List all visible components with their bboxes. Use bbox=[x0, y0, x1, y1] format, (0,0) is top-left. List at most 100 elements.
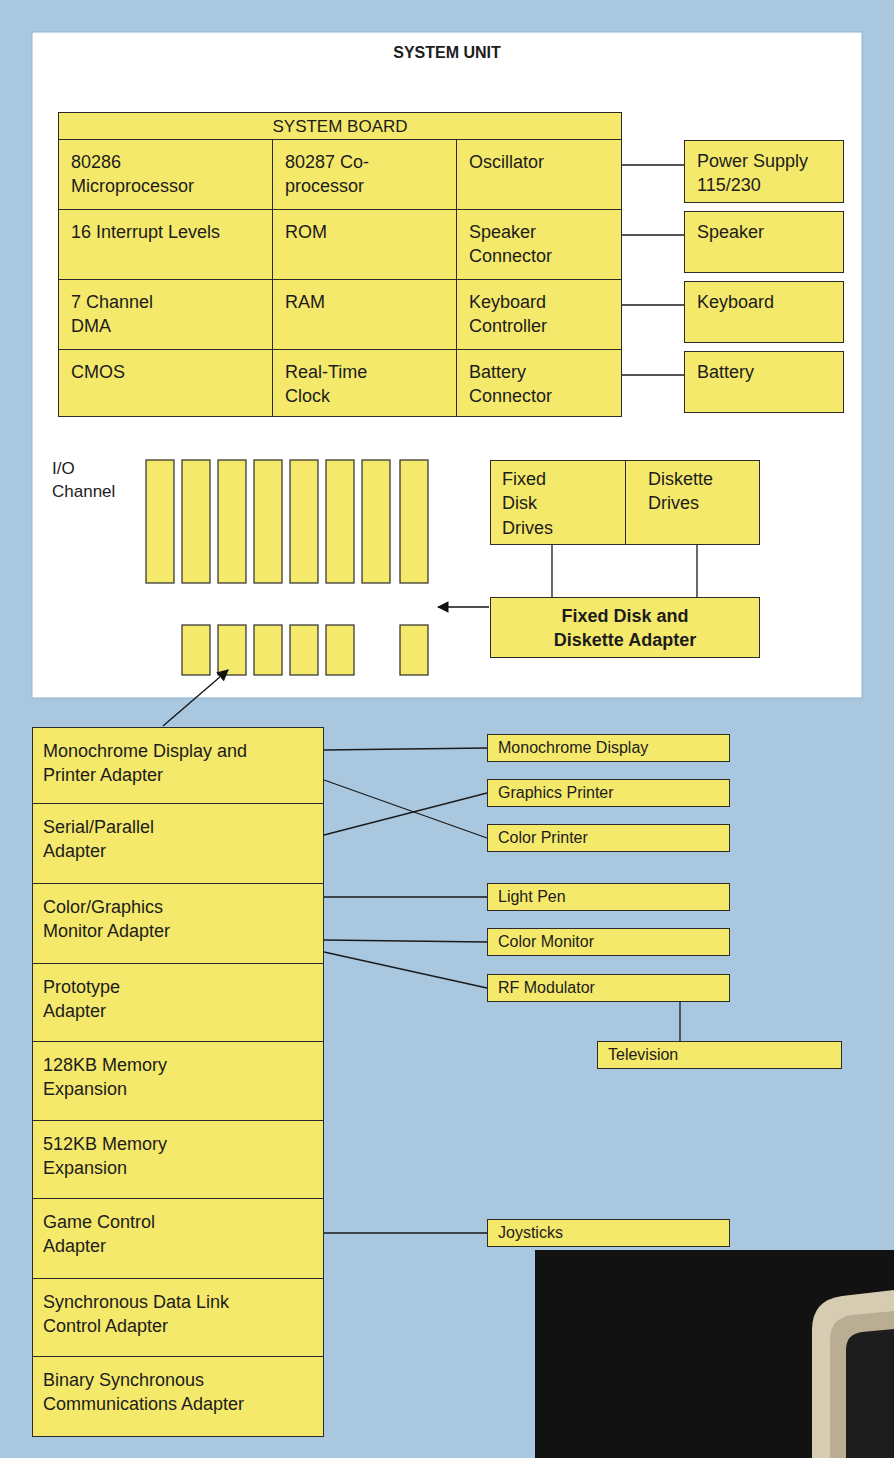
box-label: Color Monitor bbox=[498, 931, 594, 953]
box-label: 7 Channel DMA bbox=[71, 290, 181, 339]
board-component-cell: ROM bbox=[272, 209, 457, 280]
slot-pointer-arrow bbox=[438, 606, 489, 607]
box-label: Keyboard bbox=[697, 290, 774, 314]
connector-line bbox=[551, 545, 552, 597]
box-label: Color/Graphics Monitor Adapter bbox=[43, 895, 193, 944]
box-label: 80286 Microprocessor bbox=[71, 150, 221, 199]
adapter-card-box: 128KB Memory Expansion bbox=[32, 1041, 324, 1121]
box-label: Joysticks bbox=[498, 1222, 563, 1244]
adapter-card-box: Binary Synchronous Communications Adapte… bbox=[32, 1356, 324, 1437]
adapter-card-box: Synchronous Data Link Control Adapter bbox=[32, 1278, 324, 1357]
box-label: 512KB Memory Expansion bbox=[43, 1132, 193, 1181]
device-box: Graphics Printer bbox=[487, 779, 730, 807]
system-unit-ground bbox=[32, 32, 862, 698]
drive-box: Fixed Disk Drives bbox=[490, 460, 626, 545]
box-label: Power Supply 115/230 bbox=[697, 149, 827, 198]
box-label: 128KB Memory Expansion bbox=[43, 1053, 193, 1102]
adapter-card-box: Serial/Parallel Adapter bbox=[32, 803, 324, 884]
box-label: Diskette Drives bbox=[648, 467, 738, 516]
board-component-cell: CMOS bbox=[58, 349, 273, 417]
peripheral-box: Power Supply 115/230 bbox=[684, 140, 844, 203]
board-component-cell: 80286 Microprocessor bbox=[58, 139, 273, 210]
device-box: Light Pen bbox=[487, 883, 730, 911]
adapter-card-box: 512KB Memory Expansion bbox=[32, 1120, 324, 1199]
box-label: Oscillator bbox=[469, 150, 544, 174]
board-component-cell: 80287 Co-processor bbox=[272, 139, 457, 210]
section-heading: SYSTEM BOARD bbox=[272, 116, 407, 139]
short-slot bbox=[290, 625, 318, 675]
box-label: Serial/Parallel Adapter bbox=[43, 815, 193, 864]
board-component-cell: Real-Time Clock bbox=[272, 349, 457, 417]
connector-line bbox=[324, 793, 487, 835]
connector-line bbox=[622, 164, 684, 165]
expansion-slot bbox=[362, 460, 390, 583]
box-label: Prototype Adapter bbox=[43, 975, 163, 1024]
board-component-cell: 16 Interrupt Levels bbox=[58, 209, 273, 280]
connector-line bbox=[324, 896, 487, 897]
connector-line bbox=[622, 374, 684, 375]
box-label: Graphics Printer bbox=[498, 782, 614, 804]
slot-pointer-arrow bbox=[163, 670, 228, 726]
peripheral-box: Battery bbox=[684, 351, 844, 413]
expansion-slot bbox=[218, 460, 246, 583]
monitor-screen bbox=[846, 1329, 894, 1458]
box-label: Monochrome Display and Printer Adapter bbox=[43, 739, 283, 788]
connector-line bbox=[324, 780, 487, 838]
monitor-photo bbox=[535, 1250, 894, 1458]
device-box: Color Monitor bbox=[487, 928, 730, 956]
adapter-box: Fixed Disk and Diskette Adapter bbox=[490, 597, 760, 658]
expansion-slot bbox=[146, 460, 174, 583]
box-label: Battery Connector bbox=[469, 360, 599, 409]
box-label: Speaker bbox=[697, 220, 764, 244]
box-label: Keyboard Controller bbox=[469, 290, 599, 339]
section-heading: SYSTEM UNIT bbox=[393, 42, 501, 64]
expansion-slot bbox=[182, 460, 210, 583]
photo-ground bbox=[535, 1250, 894, 1458]
short-slot bbox=[254, 625, 282, 675]
short-slot bbox=[182, 625, 210, 675]
device-box: Joysticks bbox=[487, 1219, 730, 1247]
connector-line bbox=[324, 952, 487, 988]
box-label: ROM bbox=[285, 220, 327, 244]
box-label: CMOS bbox=[71, 360, 125, 384]
box-label: Game Control Adapter bbox=[43, 1210, 173, 1259]
adapter-card-box: Monochrome Display and Printer Adapter bbox=[32, 727, 324, 804]
short-slot bbox=[400, 625, 428, 675]
device-box: Monochrome Display bbox=[487, 734, 730, 762]
box-label: Fixed Disk Drives bbox=[502, 467, 572, 540]
board-component-cell: Battery Connector bbox=[456, 349, 622, 417]
box-label: 80287 Co-processor bbox=[285, 150, 405, 199]
board-component-cell: Keyboard Controller bbox=[456, 279, 622, 350]
connector-line bbox=[324, 1232, 487, 1233]
board-component-cell: Speaker Connector bbox=[456, 209, 622, 280]
device-box: Color Printer bbox=[487, 824, 730, 852]
box-label: Synchronous Data Link Control Adapter bbox=[43, 1290, 283, 1339]
device-box: RF Modulator bbox=[487, 974, 730, 1002]
expansion-slot bbox=[400, 460, 428, 583]
connector-line bbox=[622, 304, 684, 305]
box-label: Light Pen bbox=[498, 886, 566, 908]
system-board: SYSTEM BOARD 80286 Microprocessor 80287 Co… bbox=[58, 112, 622, 417]
connector-line bbox=[622, 234, 684, 235]
box-label: RF Modulator bbox=[498, 977, 595, 999]
adapter-card-box: Game Control Adapter bbox=[32, 1198, 324, 1279]
channel-label: I/O Channel bbox=[52, 458, 124, 504]
adapter-card-box: Prototype Adapter bbox=[32, 963, 324, 1042]
box-label: Color Printer bbox=[498, 827, 588, 849]
monitor-bezel-inner bbox=[830, 1311, 894, 1458]
short-slot bbox=[326, 625, 354, 675]
board-component-cell: 7 Channel DMA bbox=[58, 279, 273, 350]
box-label: Television bbox=[608, 1044, 678, 1066]
expansion-slot bbox=[326, 460, 354, 583]
box-label: Real-Time Clock bbox=[285, 360, 395, 409]
peripheral-box: Keyboard bbox=[684, 281, 844, 343]
io-channel-slots bbox=[146, 460, 428, 675]
expansion-slot bbox=[290, 460, 318, 583]
box-label: Battery bbox=[697, 360, 754, 384]
monitor-bezel bbox=[812, 1290, 894, 1458]
adapter-card-box: Color/Graphics Monitor Adapter bbox=[32, 883, 324, 964]
board-component-cell: Oscillator bbox=[456, 139, 622, 210]
box-label: 16 Interrupt Levels bbox=[71, 220, 220, 244]
